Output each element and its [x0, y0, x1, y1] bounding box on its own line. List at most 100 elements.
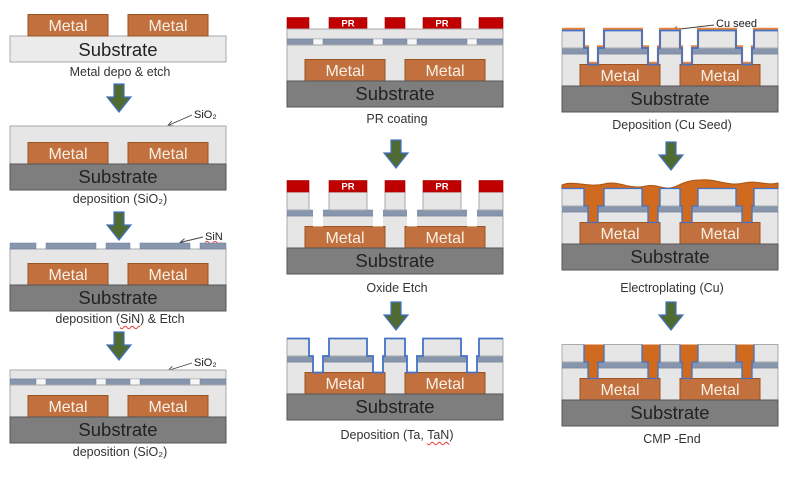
step4-cross-section: SiO₂ Metal Metal Substrate: [9, 357, 227, 444]
step5-panel: PR PR Metal Metal Substrate: [283, 17, 511, 108]
metal-block-label: Metal: [148, 18, 187, 35]
metal-block: [27, 14, 109, 37]
substrate-label: Substrate: [355, 83, 434, 104]
sin-label: SiN: [205, 231, 223, 243]
step10-panel: Metal Metal Substrate: [558, 344, 786, 427]
substrate-layer: [9, 416, 227, 444]
step9-cross-section: Metal Metal Substrate: [561, 179, 779, 271]
step6-cross-section: PR PR Metal Metal Substrate: [286, 180, 504, 275]
step1-panel: Metal Metal Substrate: [6, 14, 234, 64]
metal-block-label: Metal: [425, 230, 464, 247]
down-arrow-icon: [382, 139, 410, 169]
metal-block-label: Metal: [48, 399, 87, 416]
step8-panel: Cu seed Metal Metal: [558, 16, 786, 113]
substrate-layer: [286, 80, 504, 108]
etched-vias: [313, 355, 477, 373]
metal-block-label: Metal: [325, 230, 364, 247]
annotation-arrow: [180, 236, 204, 243]
etched-vias: [588, 47, 752, 65]
metal-block-label: Metal: [48, 146, 87, 163]
annotation-arrow: [168, 362, 193, 371]
step7-cross-section: Metal Metal Substrate: [286, 337, 504, 421]
substrate-label: Substrate: [78, 419, 157, 440]
substrate-layer: [561, 399, 779, 427]
substrate-layer: [286, 247, 504, 275]
step2-caption: deposition (SiO₂): [72, 192, 168, 206]
metal-block-label: Metal: [325, 376, 364, 393]
down-arrow-icon: [105, 83, 133, 113]
substrate-layer: [9, 163, 227, 191]
substrate-layer: [9, 284, 227, 312]
substrate-label: Substrate: [78, 287, 157, 308]
substrate-layer: [9, 35, 227, 63]
step2-panel: SiO₂ Metal Metal Substrate: [6, 106, 234, 191]
substrate-label: Substrate: [78, 39, 157, 60]
ta-tan-liner: [562, 187, 778, 224]
sin-segments: [9, 242, 227, 250]
oxide-pillars: [561, 30, 779, 49]
step10-caption: CMP -End: [643, 432, 701, 446]
step1-cross-section: Metal Metal Substrate: [9, 14, 227, 63]
metal-block-label: Metal: [48, 267, 87, 284]
annotation-arrow: [168, 114, 193, 126]
metal-block-label: Metal: [325, 63, 364, 80]
ta-tan-liner: [583, 344, 755, 380]
metal-block-label: Metal: [148, 267, 187, 284]
substrate-label: Substrate: [630, 402, 709, 423]
step9-caption: Electroplating (Cu): [620, 281, 724, 295]
step8-cross-section: Cu seed Metal Metal: [561, 18, 779, 113]
metal-block-label: Metal: [48, 18, 87, 35]
sio2-label: SiO₂: [194, 109, 217, 121]
ta-tan-liner: [287, 337, 503, 374]
pr-blocks: [286, 17, 504, 30]
substrate-label: Substrate: [630, 246, 709, 267]
step9-panel: Metal Metal Substrate: [558, 178, 786, 271]
step6-caption: Oxide Etch: [366, 281, 428, 295]
pr-label: PR: [435, 182, 448, 193]
down-arrow-icon: [657, 301, 685, 331]
sio2-cap-layer: [286, 28, 504, 40]
metal-block-label: Metal: [600, 226, 639, 243]
oxide-pillars: [286, 338, 504, 357]
substrate-label: Substrate: [355, 396, 434, 417]
step3-caption: deposition (SiN) & Etch: [55, 312, 185, 326]
copper-plugs: [584, 344, 754, 379]
substrate-label: Substrate: [78, 166, 157, 187]
down-arrow-icon: [382, 301, 410, 331]
sio2-label: SiO₂: [194, 357, 217, 369]
substrate-label: Substrate: [630, 88, 709, 109]
down-arrow-icon: [105, 331, 133, 361]
step7-caption: Deposition (Ta, TaN): [340, 428, 454, 442]
metal-block-label: Metal: [600, 382, 639, 399]
substrate-layer: [286, 393, 504, 421]
metal-block-label: Metal: [600, 68, 639, 85]
step7-panel: Metal Metal Substrate: [283, 337, 511, 421]
step6-panel: PR PR Metal Metal Substrate: [283, 180, 511, 275]
step10-cross-section: Metal Metal Substrate: [561, 344, 779, 427]
step4-panel: SiO₂ Metal Metal Substrate: [6, 354, 234, 444]
step4-caption: deposition (SiO₂): [72, 445, 168, 459]
metal-block: [127, 14, 209, 37]
metal-block-label: Metal: [700, 382, 739, 399]
step5-cross-section: PR PR Metal Metal Substrate: [286, 17, 504, 108]
metal-block-label: Metal: [148, 146, 187, 163]
pr-label: PR: [435, 19, 448, 30]
down-arrow-icon: [105, 211, 133, 241]
down-arrow-icon: [657, 141, 685, 171]
step3-cross-section: SiN Metal Metal Substrate: [9, 231, 227, 312]
substrate-layer: [561, 85, 779, 113]
pr-label: PR: [341, 19, 354, 30]
metal-block-label: Metal: [700, 68, 739, 85]
pr-blocks: [286, 180, 504, 193]
step8-caption: Deposition (Cu Seed): [612, 118, 732, 132]
oxide-pillars: [286, 191, 504, 211]
etched-vias: [313, 209, 477, 227]
step3-panel: SiN Metal Metal Substrate: [6, 229, 234, 312]
metal-block-label: Metal: [148, 399, 187, 416]
metal-block-label: Metal: [425, 63, 464, 80]
substrate-layer: [561, 243, 779, 271]
step5-caption: PR coating: [366, 112, 428, 126]
pr-label: PR: [341, 182, 354, 193]
metal-block-label: Metal: [700, 226, 739, 243]
